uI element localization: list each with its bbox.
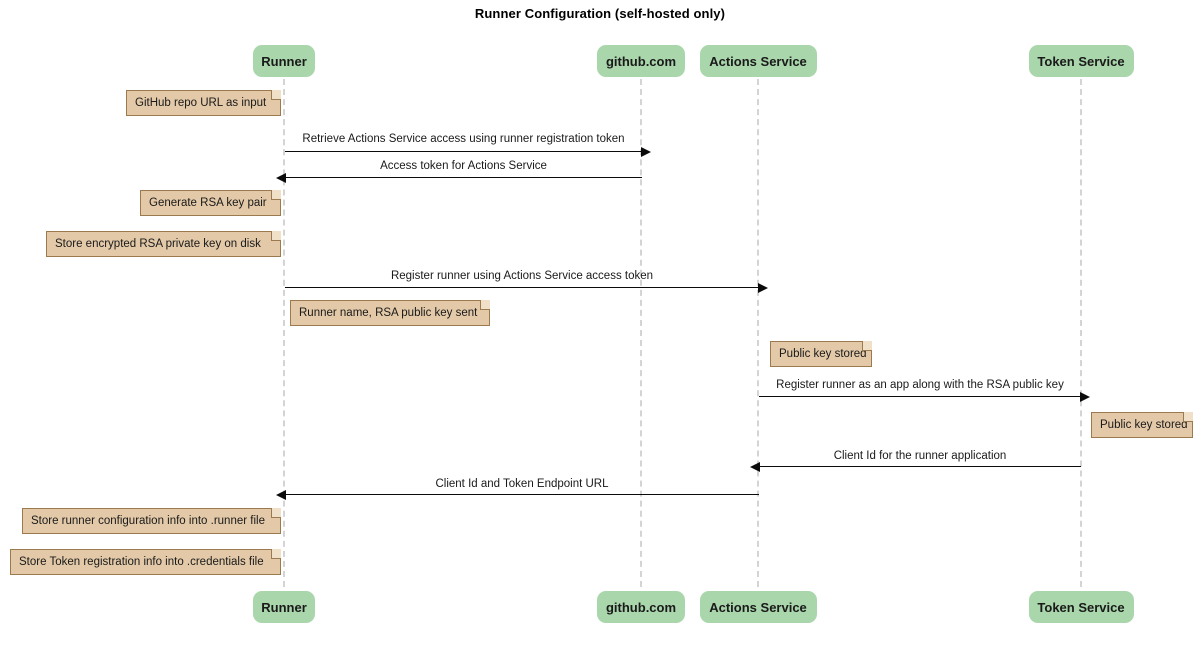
lifeline-github [640, 79, 642, 587]
lifeline-actions [757, 79, 759, 587]
msg-retrieve-access-arrow [285, 147, 651, 157]
participant-label: github.com [605, 599, 677, 615]
msg-client-id-endpoint-arrow [276, 490, 759, 500]
note-text: GitHub repo URL as input [135, 97, 267, 109]
msg-access-token-label: Access token for Actions Service [380, 160, 547, 172]
lifeline-runner [283, 79, 285, 587]
participant-runner-top[interactable]: Runner [253, 45, 315, 77]
participant-actions-top[interactable]: Actions Service [699, 45, 817, 77]
msg-access-token-arrow [276, 173, 642, 183]
msg-client-id-label: Client Id for the runner application [833, 450, 1007, 462]
participant-token-top[interactable]: Token Service [1028, 45, 1134, 77]
participant-runner-bottom[interactable]: Runner [253, 591, 315, 623]
lifeline-token [1080, 79, 1082, 587]
note-text: Runner name, RSA public key sent [299, 307, 478, 319]
arrowhead-right-icon [758, 283, 768, 293]
note-runner-name: Runner name, RSA public key sent [290, 300, 490, 326]
note-text: Public key stored [1100, 419, 1188, 431]
msg-register-runner-arrow [285, 283, 768, 293]
msg-register-app-label: Register runner as an app along with the… [776, 379, 1064, 391]
arrowhead-right-icon [641, 147, 651, 157]
note-fold-corner-icon [271, 549, 281, 559]
msg-retrieve-access-label: Retrieve Actions Service access using ru… [302, 133, 625, 145]
note-text: Generate RSA key pair [149, 197, 267, 209]
note-text: Public key stored [779, 348, 867, 360]
participant-label: Runner [261, 53, 307, 69]
note-fold-corner-icon [271, 231, 281, 241]
msg-client-id-endpoint-label: Client Id and Token Endpoint URL [435, 478, 609, 490]
participant-label: Runner [261, 599, 307, 615]
note-text: Store Token registration info into .cred… [19, 556, 264, 568]
participant-actions-bottom[interactable]: Actions Service [699, 591, 817, 623]
note-generate-rsa: Generate RSA key pair [140, 190, 281, 216]
msg-client-id-arrow [750, 462, 1081, 472]
participant-github-bottom[interactable]: github.com [597, 591, 685, 623]
note-fold-corner-icon [271, 508, 281, 518]
msg-register-app-arrow [759, 392, 1090, 402]
note-store-rsa: Store encrypted RSA private key on disk [46, 231, 281, 257]
page-title: Runner Configuration (self-hosted only) [474, 6, 726, 21]
note-fold-corner-icon [1183, 412, 1193, 422]
note-store-token: Store Token registration info into .cred… [10, 549, 281, 575]
participant-label: Token Service [1037, 53, 1125, 69]
note-store-config: Store runner configuration info into .ru… [22, 508, 281, 534]
note-pubkey-actions: Public key stored [770, 341, 872, 367]
note-fold-corner-icon [271, 90, 281, 100]
note-pubkey-token: Public key stored [1091, 412, 1193, 438]
participant-github-top[interactable]: github.com [597, 45, 685, 77]
arrowhead-left-icon [276, 490, 286, 500]
participant-label: github.com [605, 53, 677, 69]
note-fold-corner-icon [480, 300, 490, 310]
note-text: Store runner configuration info into .ru… [31, 515, 265, 527]
note-fold-corner-icon [862, 341, 872, 351]
participant-token-bottom[interactable]: Token Service [1028, 591, 1134, 623]
note-repo-url: GitHub repo URL as input [126, 90, 281, 116]
note-text: Store encrypted RSA private key on disk [55, 238, 261, 250]
participant-label: Token Service [1037, 599, 1125, 615]
msg-register-runner-label: Register runner using Actions Service ac… [390, 270, 654, 282]
participant-label: Actions Service [709, 53, 807, 69]
arrowhead-left-icon [750, 462, 760, 472]
arrowhead-right-icon [1080, 392, 1090, 402]
arrowhead-left-icon [276, 173, 286, 183]
note-fold-corner-icon [271, 190, 281, 200]
participant-label: Actions Service [709, 599, 807, 615]
